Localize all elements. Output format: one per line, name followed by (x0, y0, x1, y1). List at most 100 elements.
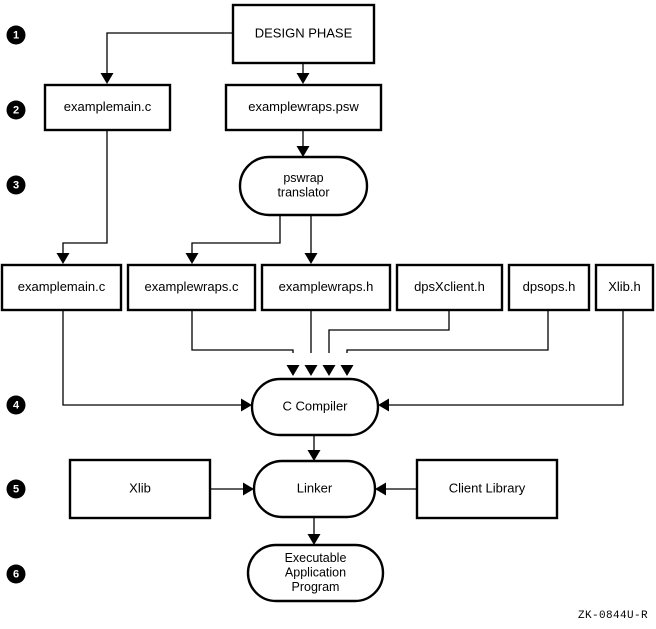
step-marker-4: 4 (6, 395, 26, 415)
arrowhead-icon (307, 534, 321, 545)
step-marker-number: 1 (13, 29, 19, 41)
node-label: DESIGN PHASE (255, 25, 353, 40)
step-marker-number: 4 (13, 399, 20, 411)
node-shape-rect (395, 263, 504, 312)
arrowhead-icon (304, 253, 318, 264)
node-examplemain-c-source: examplemain.c (43, 83, 172, 132)
connector-linker-to-executable (307, 517, 321, 545)
connector-line (191, 310, 294, 353)
node-shape-rect (126, 263, 257, 312)
figure-caption: ZK-0844U-R (577, 610, 648, 622)
node-shape-rect (224, 83, 383, 132)
step-markers-layer: 1 2 3 4 5 6 (6, 25, 26, 584)
step-marker-circle-icon (6, 175, 26, 195)
connector-pswrap-to-examplewraps-c (185, 215, 281, 264)
node-shape-stadium (246, 543, 385, 603)
connector-compiler-to-linker (307, 435, 321, 461)
connector-line (384, 310, 624, 406)
node-label: Xlib (129, 480, 151, 495)
connector-dpsxclient-to-compiler (322, 310, 450, 376)
node-design-phase: DESIGN PHASE (231, 3, 376, 65)
node-client-library: Client Library (415, 458, 559, 520)
node-file-dpsops-h: dpsops.h (507, 263, 591, 312)
connector-line (346, 310, 549, 353)
arrowhead-icon (296, 73, 310, 84)
step-marker-circle-icon (6, 564, 26, 584)
connector-line (62, 130, 108, 258)
connector-design-to-examplemain (100, 32, 233, 84)
connector-examplemain-file-to-compiler (62, 310, 252, 412)
arrowhead-icon (286, 365, 300, 376)
step-marker-number: 5 (13, 483, 19, 495)
connector-line (106, 32, 233, 78)
step-marker-6: 6 (6, 564, 26, 584)
step-marker-1: 1 (6, 25, 26, 45)
node-file-examplemain-c: examplemain.c (0, 263, 123, 312)
node-file-examplewraps-h: examplewraps.h (260, 263, 392, 312)
node-shape-rect (260, 263, 392, 312)
node-label: examplewraps.h (279, 279, 374, 294)
node-file-examplewraps-c: examplewraps.c (126, 263, 257, 312)
node-label: pswrap (283, 171, 323, 185)
arrowhead-icon (307, 450, 321, 461)
node-shape-rect (68, 458, 212, 520)
arrowhead-icon (100, 73, 114, 84)
node-label: Executable (285, 551, 347, 565)
connector-client-library-to-linker (375, 482, 417, 496)
node-label: Linker (297, 480, 333, 495)
node-c-compiler: C Compiler (250, 377, 380, 437)
step-marker-5: 5 (6, 479, 26, 499)
connections-layer (56, 32, 624, 545)
step-marker-circle-icon (6, 395, 26, 415)
node-label: dpsXclient.h (414, 279, 485, 294)
node-shape-stadium (238, 155, 369, 217)
node-shape-rect (231, 3, 376, 65)
node-label: examplemain.c (64, 99, 152, 114)
connector-examplewraps-h-to-compiler (304, 310, 318, 376)
step-marker-circle-icon (6, 100, 26, 120)
connector-pswrap-to-examplewraps-h (304, 215, 318, 264)
arrowhead-icon (296, 146, 310, 157)
step-marker-2: 2 (6, 100, 26, 120)
node-shape-rect (415, 458, 559, 520)
node-label: dpsops.h (523, 279, 576, 294)
connector-line (328, 310, 450, 353)
node-label: Client Library (449, 480, 526, 495)
arrowhead-icon (243, 482, 254, 496)
step-marker-number: 6 (13, 568, 19, 580)
arrowhead-icon (56, 253, 70, 264)
node-label: examplemain.c (18, 279, 106, 294)
step-marker-number: 3 (13, 179, 19, 191)
nodes-layer: DESIGN PHASE examplemain.c examplewraps.ps… (0, 3, 655, 603)
step-marker-3: 3 (6, 175, 26, 195)
node-label: examplewraps.c (145, 279, 239, 294)
arrowhead-icon (304, 365, 318, 376)
node-linker: Linker (252, 459, 377, 519)
node-xlib-library: Xlib (68, 458, 212, 520)
connector-examplemain-src-to-file (56, 130, 108, 264)
step-marker-number: 2 (13, 104, 19, 116)
connector-line (62, 310, 246, 406)
node-file-dpsxclient-h: dpsXclient.h (395, 263, 504, 312)
connector-dpsops-to-compiler (340, 310, 549, 376)
arrowhead-icon (241, 398, 252, 412)
arrowhead-icon (185, 253, 199, 264)
step-marker-circle-icon (6, 479, 26, 499)
node-label: examplewraps.psw (248, 99, 359, 114)
connector-psw-to-pswrap (296, 130, 310, 157)
connector-examplewraps-c-to-compiler (191, 310, 300, 376)
node-shape-rect (507, 263, 591, 312)
node-label: translator (277, 186, 329, 200)
node-shape-rect (43, 83, 172, 132)
connector-xlib-h-to-compiler (378, 310, 624, 412)
connector-design-to-examplewraps-psw (296, 63, 310, 84)
node-shape-rect (0, 263, 123, 312)
arrowhead-icon (375, 482, 386, 496)
node-shape-rect (594, 263, 655, 312)
arrowhead-icon (322, 365, 336, 376)
node-label: Xlib.h (608, 279, 641, 294)
node-label: C Compiler (282, 398, 348, 413)
